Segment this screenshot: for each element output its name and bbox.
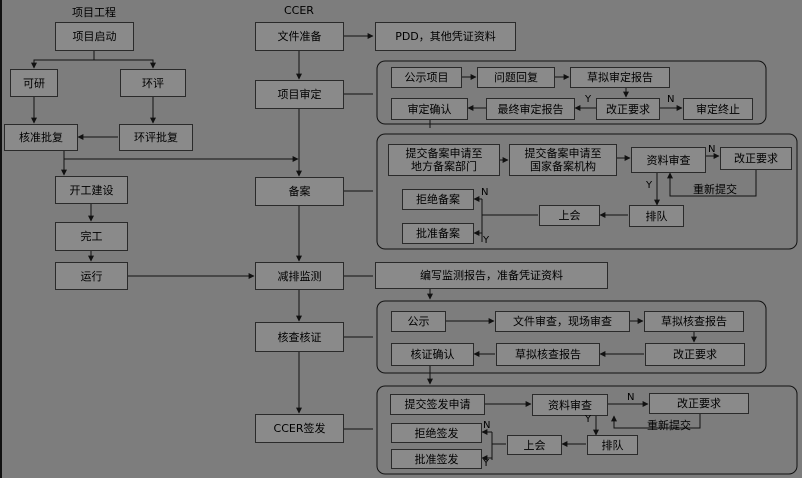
node-submit-issuance: 提交签发申请 — [390, 394, 485, 415]
mark-issue-n2: N — [483, 420, 491, 431]
node-completion: 完工 — [55, 222, 128, 251]
node-verification: 核查核证 — [255, 322, 344, 352]
node-doc-site-review: 文件审查，现场审查 — [495, 311, 630, 332]
node-submit-local: 提交备案申请至 地方备案部门 — [388, 144, 500, 176]
node-issue-fix: 改正要求 — [649, 393, 749, 414]
node-review-terminate: 审定终止 — [683, 98, 753, 120]
label-issue-resubmit: 重新提交 — [647, 419, 691, 432]
node-filing-fix: 改正要求 — [720, 147, 792, 170]
mark-filing-y2: Y — [483, 235, 490, 246]
node-review-fix: 改正要求 — [596, 98, 660, 120]
mark-issue-y2: Y — [483, 458, 490, 469]
node-filing-data-review: 资料审查 — [631, 147, 706, 173]
node-doc-prep: 文件准备 — [255, 22, 344, 51]
node-pdd-note: PDD，其他凭证资料 — [375, 22, 516, 51]
mark-review-y: Y — [585, 94, 592, 105]
node-filing-queue: 排队 — [629, 205, 684, 227]
node-filing-reject: 拒绝备案 — [402, 189, 474, 210]
node-monitoring-note: 编写监测报告，准备凭证资料 — [375, 262, 608, 289]
mark-review-n: N — [667, 94, 675, 105]
node-issue-meeting: 上会 — [507, 435, 562, 455]
node-eia-approval: 环评批复 — [119, 124, 193, 151]
label-filing-resubmit: 重新提交 — [693, 183, 737, 196]
node-monitoring: 减排监测 — [255, 262, 344, 290]
node-issue-approve: 批准签发 — [391, 449, 482, 469]
review-group-frame — [376, 60, 767, 125]
node-project-start: 项目启动 — [55, 22, 134, 51]
node-verify-fix: 改正要求 — [645, 343, 745, 366]
node-issue-data-review: 资料审查 — [532, 394, 608, 416]
header-project: 项目工程 — [72, 6, 116, 19]
node-construction: 开工建设 — [55, 176, 128, 204]
node-filing: 备案 — [255, 177, 344, 206]
node-approval: 核准批复 — [4, 124, 78, 151]
node-verify-confirm: 核证确认 — [391, 343, 474, 366]
node-filing-approve: 批准备案 — [402, 223, 474, 244]
issue-group-frame — [376, 385, 798, 475]
verify-group-frame — [376, 300, 767, 374]
mark-issue-n: N — [627, 392, 635, 403]
mark-filing-n2: N — [481, 187, 489, 198]
node-publicize-project: 公示项目 — [391, 67, 462, 88]
arrow-resubmit — [667, 170, 757, 197]
filing-group-frame — [376, 133, 798, 250]
arrow-start-eia — [94, 59, 156, 69]
node-issue-reject: 拒绝签发 — [391, 423, 482, 443]
header-ccer: CCER — [284, 4, 314, 17]
node-review-confirm: 审定确认 — [391, 98, 468, 120]
mark-filing-y: Y — [646, 180, 653, 191]
node-final-review-report: 最终审定报告 — [486, 98, 575, 120]
node-draft-verify-report: 草拟核查报告 — [644, 311, 744, 332]
node-draft-verify-report-2: 草拟核查报告 — [496, 343, 600, 366]
node-eia: 环评 — [120, 69, 186, 97]
node-question-reply: 问题回复 — [477, 67, 555, 88]
node-issue-queue: 排队 — [587, 435, 638, 455]
node-submit-national: 提交备案申请至 国家备案机构 — [509, 144, 617, 176]
arrow-resubmit2 — [611, 414, 701, 429]
mark-filing-n: N — [708, 144, 716, 155]
node-operation: 运行 — [55, 262, 128, 290]
node-feasibility: 可研 — [10, 69, 58, 97]
arrow-start-feasibility — [31, 51, 95, 69]
node-filing-meeting: 上会 — [539, 205, 600, 226]
node-project-review: 项目审定 — [255, 80, 344, 109]
node-draft-review-report: 草拟审定报告 — [570, 67, 670, 88]
node-ccer-issuance: CCER签发 — [255, 414, 344, 443]
mark-issue-y: Y — [585, 414, 592, 425]
node-verify-publicize: 公示 — [391, 311, 446, 332]
